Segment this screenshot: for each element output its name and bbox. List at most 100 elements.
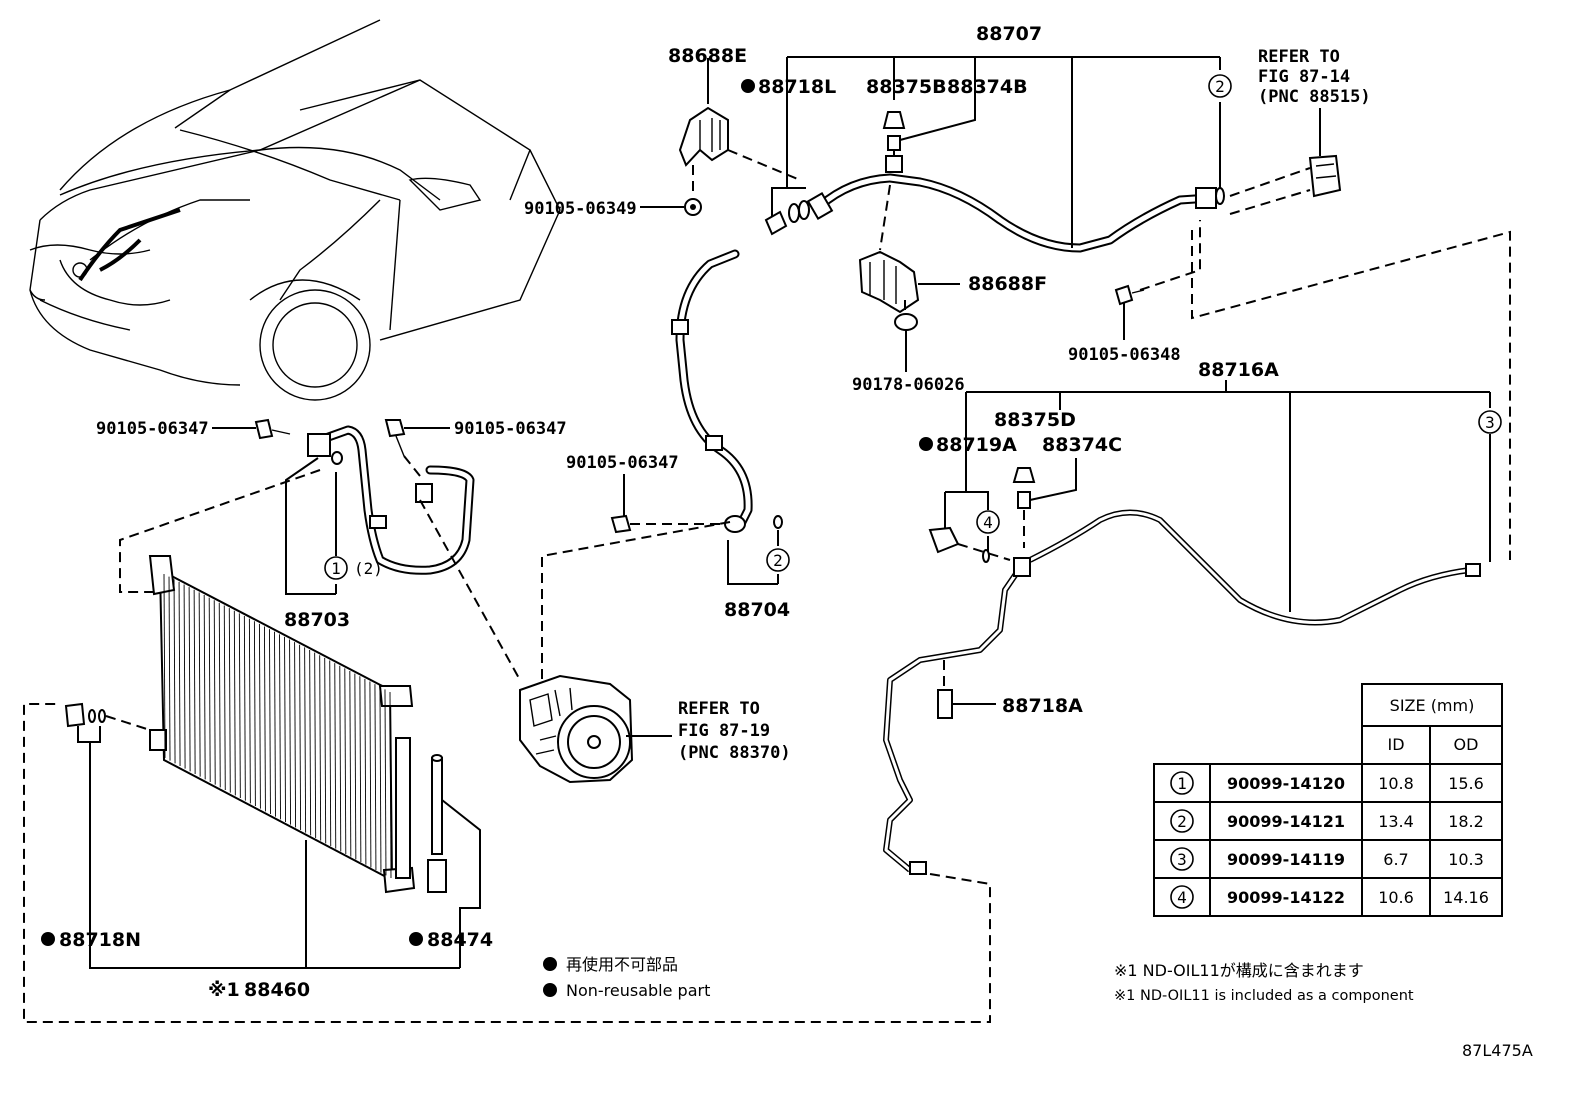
label-88716A: 88716A bbox=[1198, 359, 1279, 381]
label-90178-06026: 90178-06026 bbox=[852, 375, 965, 395]
label-88474: 88474 bbox=[427, 929, 493, 951]
non-reusable-bullet bbox=[409, 932, 423, 946]
label-88688F: 88688F bbox=[968, 273, 1047, 295]
label-88688E: 88688E bbox=[668, 45, 747, 67]
circle-refs: 2 1 (2) 2 3 4 bbox=[324, 74, 1502, 580]
svg-text:90099-14119: 90099-14119 bbox=[1227, 850, 1345, 869]
label-88718L: 88718L bbox=[758, 76, 836, 98]
svg-text:10.6: 10.6 bbox=[1378, 888, 1414, 907]
svg-text:90099-14121: 90099-14121 bbox=[1227, 812, 1345, 831]
svg-text:3: 3 bbox=[1177, 850, 1187, 869]
svg-text:(PNC 88370): (PNC 88370) bbox=[678, 743, 791, 763]
svg-text:FIG 87-19: FIG 87-19 bbox=[678, 721, 770, 741]
svg-text:13.4: 13.4 bbox=[1378, 812, 1414, 831]
legend-en: Non-reusable part bbox=[566, 981, 710, 1000]
dashed-boundary-right bbox=[1191, 230, 1511, 560]
ref-circle-2-mid: 2 bbox=[766, 548, 790, 572]
connector-ref-fig-87-14 bbox=[1215, 108, 1342, 215]
svg-text:15.6: 15.6 bbox=[1448, 774, 1484, 793]
leader-88707 bbox=[771, 56, 1221, 248]
valve-cap-88375B bbox=[882, 111, 906, 173]
svg-text:1: 1 bbox=[331, 559, 341, 578]
svg-text:10.8: 10.8 bbox=[1378, 774, 1414, 793]
refer-fig-87-19: REFER TO FIG 87-19 (PNC 88370) bbox=[678, 699, 791, 763]
leader-88703 bbox=[285, 457, 337, 595]
legend-jp: 再使用不可部品 bbox=[566, 955, 678, 974]
valve-cap-88375D bbox=[1012, 467, 1036, 548]
svg-text:90099-14120: 90099-14120 bbox=[1227, 774, 1345, 793]
bolt-90105-06348 bbox=[1114, 220, 1201, 340]
condenser-88460 bbox=[148, 555, 416, 894]
discharge-hose-88707 bbox=[806, 173, 1217, 253]
o-ring-88718A bbox=[937, 660, 996, 719]
bolt-90105-06349 bbox=[640, 198, 702, 216]
svg-text:3: 3 bbox=[1485, 413, 1495, 432]
table-header-size: SIZE (mm) bbox=[1390, 696, 1475, 715]
label-88460-prefix: ※1 bbox=[208, 979, 240, 1001]
bracket-88688F bbox=[858, 184, 960, 372]
svg-text:14.16: 14.16 bbox=[1443, 888, 1489, 907]
svg-text:(PNC 88515): (PNC 88515) bbox=[1258, 87, 1371, 107]
label-88707: 88707 bbox=[976, 23, 1042, 45]
condenser-fins bbox=[163, 573, 392, 879]
ref-circle-1: 1 (2) bbox=[324, 556, 383, 580]
compressor-illustration bbox=[519, 674, 672, 784]
filter-88474 bbox=[427, 754, 481, 968]
liquid-tube-88716A bbox=[883, 509, 1481, 875]
svg-text:FIG 87-14: FIG 87-14 bbox=[1258, 67, 1350, 87]
leader-88716A bbox=[944, 380, 1491, 612]
table-row: 3 90099-14119 6.7 10.3 bbox=[1170, 847, 1484, 871]
label-88374B: 88374B bbox=[947, 76, 1028, 98]
svg-text:2: 2 bbox=[773, 551, 783, 570]
refer-fig-87-14: REFER TO FIG 87-14 (PNC 88515) bbox=[1258, 47, 1371, 107]
part-labels: 88707 88688E 88718L 88375B 88374B 90105-… bbox=[41, 23, 1279, 1001]
svg-text:10.3: 10.3 bbox=[1448, 850, 1484, 869]
dashed-lead-compressor bbox=[419, 499, 521, 681]
label-88718A: 88718A bbox=[1002, 695, 1083, 717]
bolt-90105-06347-mid bbox=[384, 419, 450, 477]
table-col-id: ID bbox=[1387, 735, 1404, 754]
svg-text:REFER TO: REFER TO bbox=[1258, 47, 1340, 67]
legend-bullet bbox=[543, 983, 557, 997]
legend-bullet bbox=[543, 957, 557, 971]
label-90105-06348: 90105-06348 bbox=[1068, 345, 1181, 365]
svg-text:1: 1 bbox=[1177, 774, 1187, 793]
plug-88718N bbox=[64, 702, 460, 969]
ref-circle-1-paren: (2) bbox=[354, 559, 383, 578]
pressure-switch-88719A bbox=[928, 526, 1011, 563]
label-88719A: 88719A bbox=[936, 434, 1017, 456]
bolt-90105-06347-right bbox=[610, 474, 783, 534]
label-90105-06349: 90105-06349 bbox=[524, 199, 637, 219]
note-jp: ※1 ND-OIL11が構成に含まれます bbox=[1114, 961, 1364, 980]
table-col-od: OD bbox=[1454, 735, 1479, 754]
vehicle-locator-illustration bbox=[29, 19, 561, 401]
diagram-id: 87L475A bbox=[1462, 1041, 1533, 1060]
label-90105-06347-right: 90105-06347 bbox=[566, 453, 679, 473]
table-row: 1 90099-14120 10.8 15.6 bbox=[1170, 771, 1484, 795]
suction-hose-88704 bbox=[671, 249, 753, 533]
dashed-lead-88703 bbox=[119, 469, 321, 593]
non-reusable-bullet bbox=[41, 932, 55, 946]
legend: 再使用不可部品 Non-reusable part bbox=[543, 955, 710, 1000]
dashed-lead-88704 bbox=[541, 521, 731, 680]
label-88704: 88704 bbox=[724, 599, 790, 621]
svg-text:6.7: 6.7 bbox=[1383, 850, 1408, 869]
non-reusable-bullet bbox=[741, 79, 755, 93]
label-88703: 88703 bbox=[284, 609, 350, 631]
ref-circle-2-top: 2 bbox=[1208, 74, 1232, 98]
svg-text:18.2: 18.2 bbox=[1448, 812, 1484, 831]
label-90105-06347-mid: 90105-06347 bbox=[454, 419, 567, 439]
svg-text:2: 2 bbox=[1215, 77, 1225, 96]
label-88460: 88460 bbox=[244, 979, 310, 1001]
svg-text:2: 2 bbox=[1177, 812, 1187, 831]
leader-88704 bbox=[727, 530, 779, 585]
discharge-hose-88703 bbox=[307, 425, 475, 575]
label-88374C: 88374C bbox=[1042, 434, 1122, 456]
table-row: 2 90099-14121 13.4 18.2 bbox=[1170, 809, 1484, 833]
label-90105-06347-left: 90105-06347 bbox=[96, 419, 209, 439]
notes: ※1 ND-OIL11が構成に含まれます ※1 ND-OIL11 is incl… bbox=[1114, 961, 1414, 1004]
bolt-90105-06347-left bbox=[212, 418, 291, 440]
o-rings-88718L bbox=[764, 200, 810, 236]
bracket-88688E bbox=[678, 58, 801, 195]
